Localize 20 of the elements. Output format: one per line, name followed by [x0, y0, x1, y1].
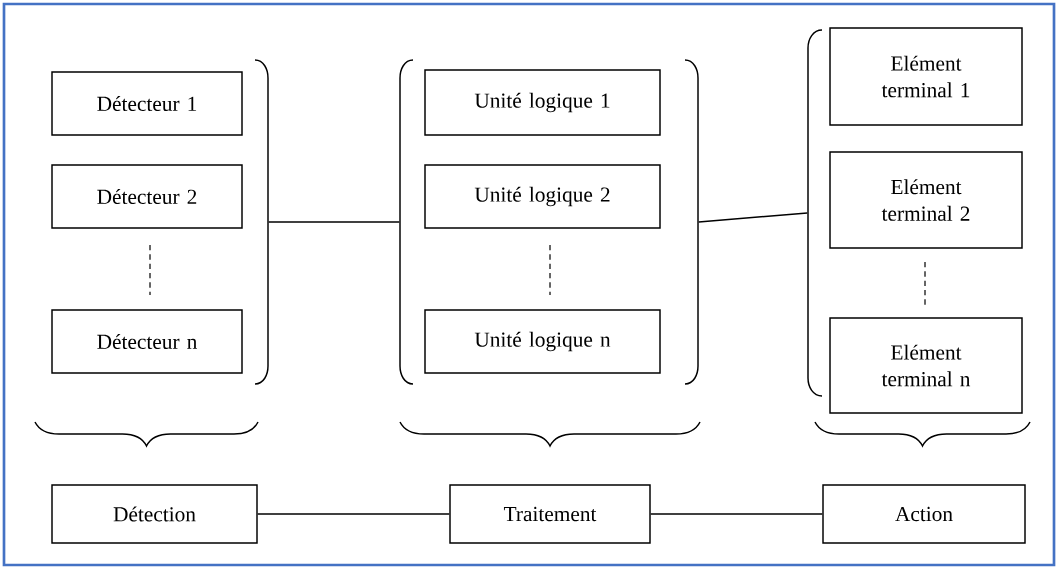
process-box: Action — [822, 484, 1026, 544]
process-box: Elément terminal n — [829, 317, 1023, 414]
connector-line — [268, 221, 400, 223]
process-box: Unité logique n — [424, 309, 661, 374]
process-box: Elément terminal 1 — [829, 27, 1023, 126]
bracket — [684, 59, 699, 385]
process-box: Détecteur 2 — [51, 164, 243, 229]
connector-line — [698, 212, 808, 223]
process-box: Détection — [51, 484, 258, 544]
process-box: Traitement — [449, 484, 651, 544]
bracket — [807, 29, 823, 397]
process-box: Unité logique 2 — [424, 164, 661, 229]
connector-line — [650, 513, 823, 515]
bracket — [399, 59, 414, 385]
connector-line — [257, 513, 450, 515]
process-box: Unité logique 1 — [424, 69, 661, 136]
process-box: Détecteur 1 — [51, 71, 243, 136]
bracket — [254, 59, 269, 385]
process-box: Détecteur n — [51, 309, 243, 374]
process-box: Elément terminal 2 — [829, 151, 1023, 249]
